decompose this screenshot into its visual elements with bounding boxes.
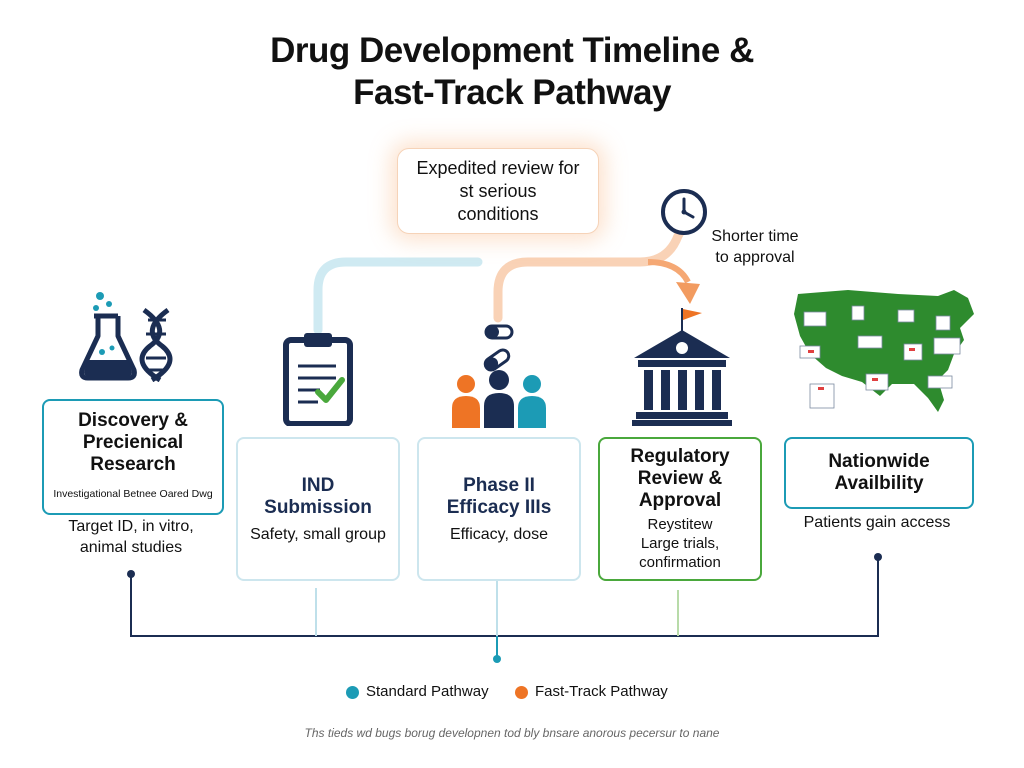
stage-5-description: Patients gain access xyxy=(803,514,951,531)
timeline-dot-right xyxy=(874,553,882,561)
us-map-icon xyxy=(794,290,974,412)
footer-note: Ths tieds wd bugs borug developnen tod b… xyxy=(304,726,720,740)
fast-track-arrow xyxy=(647,259,691,284)
stage-card-phase: Phase II Efficacy IIIs Efficacy, dose xyxy=(417,437,581,581)
callout-line-3: conditions xyxy=(457,203,539,224)
bank-flag-icon xyxy=(632,308,732,426)
title-line-1: Drug Development Timeline & xyxy=(270,31,754,70)
standard-pathway-arc xyxy=(313,257,483,335)
clock-icon xyxy=(661,189,707,235)
standard-dot-icon xyxy=(346,685,359,699)
fast-track-arrowhead xyxy=(676,282,700,304)
legend-standard: Standard Pathway xyxy=(346,683,489,701)
shorter-time-note: Shorter time to approval xyxy=(700,226,810,268)
stage-1-title: Discovery & Precienical Research xyxy=(78,410,188,475)
legend-fast-track-label: Fast-Track Pathway xyxy=(535,683,668,700)
shorter-line-1: Shorter time xyxy=(711,228,799,245)
stage-4-subtitle: Reystitew Large trials, confirmation xyxy=(639,516,721,571)
stage-card-nationwide: Nationwide Availbility xyxy=(784,437,974,509)
timeline-dot-bottom xyxy=(493,655,501,663)
clipboard-check-icon xyxy=(283,333,353,426)
stage-3-title: Phase II Efficacy IIIs xyxy=(446,474,552,518)
callout-line-2: st serious xyxy=(459,180,537,201)
pills-people-icon xyxy=(452,324,546,428)
expedited-review-callout: Expedited review for st serious conditio… xyxy=(397,148,599,234)
stage-card-regulatory: Regulatory Review & Approval Reystitew L… xyxy=(598,437,762,581)
fast-track-dot-icon xyxy=(515,685,528,699)
stage-2-title: IND Submission xyxy=(264,474,372,518)
stage-4-title: Regulatory Review & Approval xyxy=(630,446,730,511)
stage-2-subtitle: Safety, small group xyxy=(250,525,386,543)
timeline-dot-left xyxy=(127,570,135,578)
flask-dna-icon xyxy=(79,292,173,382)
stage-1-description: Target ID, in vitro, animal studies xyxy=(68,518,194,556)
stage-card-discovery: Discovery & Precienical Research Investi… xyxy=(42,399,224,515)
timeline-base-line xyxy=(130,557,879,637)
fast-track-arc xyxy=(493,213,693,323)
stage-1-subtitle: Investigational Betnee Oared Dwg xyxy=(53,488,213,500)
shorter-line-2: to approval xyxy=(715,249,795,266)
stage-5-title: Nationwide Availbility xyxy=(828,451,930,494)
stage-3-subtitle: Efficacy, dose xyxy=(449,525,549,543)
page-title: Drug Development Timeline & Fast-Track P… xyxy=(0,30,1024,114)
callout-line-1: Expedited review for xyxy=(416,157,580,178)
legend-standard-label: Standard Pathway xyxy=(366,683,489,700)
title-line-2: Fast-Track Pathway xyxy=(353,73,671,112)
legend-fast-track: Fast-Track Pathway xyxy=(515,683,668,701)
stage-card-ind: IND Submission Safety, small group xyxy=(236,437,400,581)
